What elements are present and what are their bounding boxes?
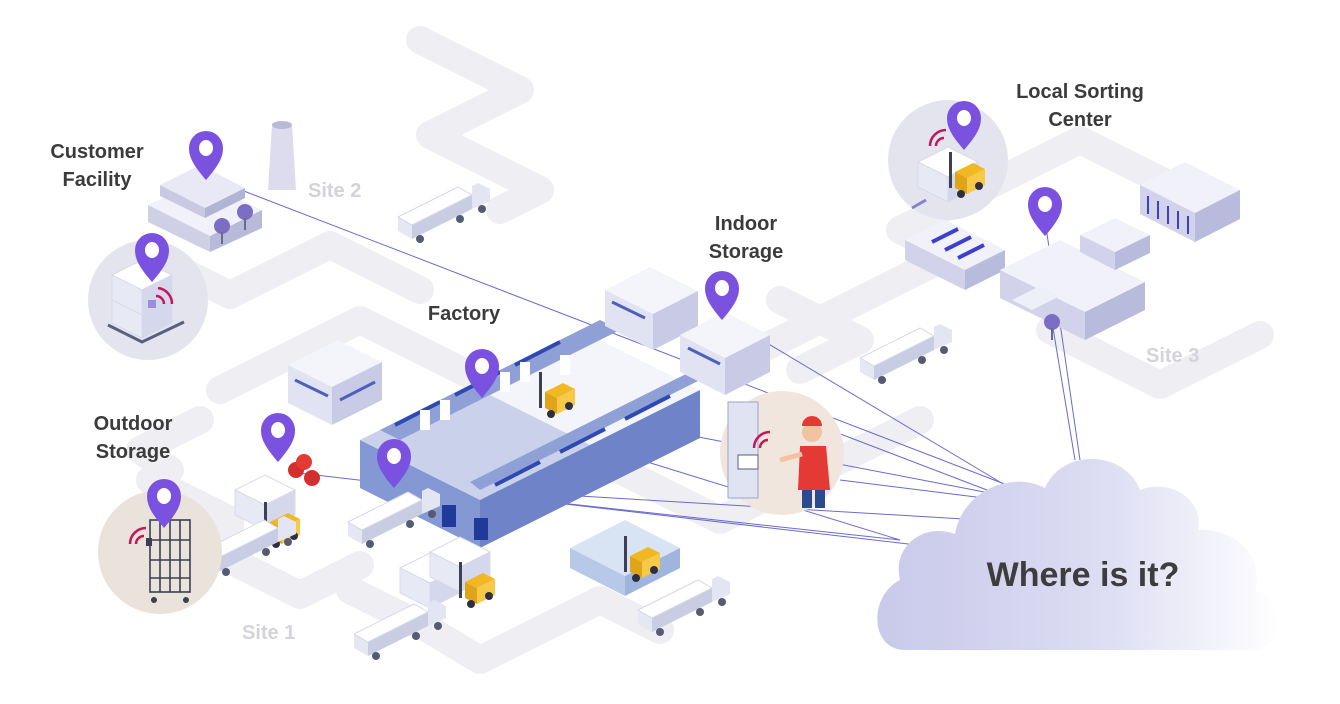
shipping-container xyxy=(570,520,680,596)
truck-icon xyxy=(859,323,953,385)
signal-icon xyxy=(155,286,174,305)
cloud-question: Where is it? xyxy=(986,556,1180,594)
tree-icon xyxy=(214,204,253,244)
customer-pallet-circle xyxy=(88,240,208,360)
sorting-center-buildings xyxy=(905,162,1240,340)
location-pin-icon xyxy=(261,413,295,462)
label-site-3: Site 3 xyxy=(1146,345,1200,367)
label-outdoor-storage: Outdoor Storage xyxy=(93,413,173,463)
signal-icon xyxy=(752,430,771,449)
truck-icon xyxy=(637,575,731,637)
chimney-icon xyxy=(268,121,296,190)
customer-facility-building xyxy=(148,165,262,252)
worker-scanning-circle xyxy=(720,391,844,515)
label-site-1: Site 1 xyxy=(242,622,296,644)
label-site-2: Site 2 xyxy=(308,180,362,202)
location-pin-icon xyxy=(1028,187,1062,236)
signal-icon xyxy=(128,526,147,545)
cloud-icon xyxy=(877,458,1279,650)
label-local-sorting-center: Local Sorting Center xyxy=(1016,81,1144,131)
location-pin-icon xyxy=(705,271,739,320)
worker-icon xyxy=(779,416,830,508)
truck-icon xyxy=(397,182,491,244)
outdoor-storage-items xyxy=(234,454,320,548)
signal-icon xyxy=(928,128,947,147)
label-customer-facility: Customer Facility xyxy=(50,141,144,191)
label-factory: Factory xyxy=(427,303,501,325)
outdoor-warehouse-building xyxy=(288,340,382,425)
label-indoor-storage: Indoor Storage xyxy=(708,213,784,263)
outdoor-cart-circle xyxy=(98,490,222,614)
indoor-storage-buildings xyxy=(605,267,770,395)
